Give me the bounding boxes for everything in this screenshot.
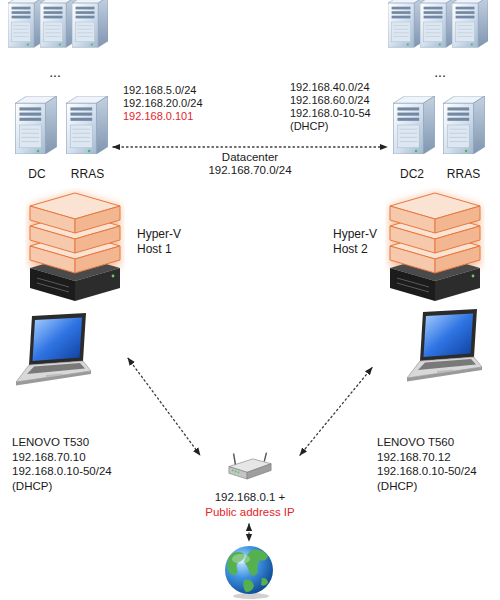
server-tower [420, 0, 456, 47]
subnet-label: 192.168.20.0/24 [123, 97, 203, 110]
globe-icon [225, 546, 273, 599]
ip-address: 192.168.0.101 [123, 110, 193, 123]
text-block: Hyper-V Host 2 [333, 227, 391, 257]
hyperv-host: Hyper-V Host 1 [25, 185, 195, 305]
text-block: LENOVO T530192.168.70.10192.168.0.10-50/… [12, 435, 128, 493]
hyperv-host: Hyper-V Host 2 [305, 185, 490, 305]
subnet-label: 192.168.60.0/24 [290, 94, 370, 107]
connector-layer [113, 147, 387, 455]
server-stack [388, 0, 488, 47]
text-block: RRAS [437, 167, 490, 181]
server-tower [452, 0, 488, 47]
server-icon [66, 96, 107, 154]
device-label: (DHCP) [377, 479, 495, 494]
server-tower [72, 0, 108, 47]
link-label: Datacenter 192.168.70.0/24 [200, 151, 300, 177]
illustration-part [243, 580, 254, 592]
device-label: RRAS [437, 167, 490, 181]
device-label: 192.168.70.12 [377, 450, 495, 465]
internet-link [248, 524, 249, 541]
laptop-node: LENOVO T560192.168.70.12192.168.0.10-50/… [372, 305, 495, 495]
subnet-label: 192.168.5.0/24 [123, 84, 196, 97]
dotted-link [128, 358, 200, 455]
server-tower [40, 0, 76, 47]
laptop-icon [16, 313, 91, 386]
hyperv-host-icon [30, 193, 120, 301]
device-label: Hyper-V Host 2 [333, 227, 391, 257]
text-block: Hyper-V Host 1 [137, 227, 195, 257]
subnet-label: 192.168.0-10-54 [290, 107, 371, 120]
text-block: DC [12, 167, 62, 181]
server-node: RRAS [437, 95, 490, 199]
dhcp-note: (DHCP) [290, 120, 329, 133]
text-block: LENOVO T560192.168.70.12192.168.0.10-50/… [377, 435, 495, 493]
server-icon [443, 96, 484, 154]
server-node: RRAS [62, 95, 113, 199]
dotted-link [300, 368, 372, 455]
globe-highlight [232, 554, 250, 564]
ellipsis-mark: ... [40, 66, 70, 79]
device-label: DC [12, 167, 62, 181]
server-tower [8, 0, 44, 47]
server-tower [388, 0, 424, 47]
laptop-node: LENOVO T530192.168.70.10192.168.0.10-50/… [8, 305, 128, 495]
device-label: Hyper-V Host 1 [137, 227, 195, 257]
subnet-label: 192.168.40.0/24 [290, 81, 370, 94]
device-label: DC2 [387, 167, 437, 181]
device-label: (DHCP) [12, 479, 128, 494]
ellipsis-mark: ... [425, 66, 455, 79]
illustration-part [261, 578, 268, 586]
server-node: DC [12, 95, 62, 199]
device-label: Public address IP [200, 505, 300, 520]
illustration-part [244, 550, 268, 576]
device-label: 192.168.70.10 [12, 450, 128, 465]
text-block: DC2 [387, 167, 437, 181]
globe-sphere [225, 546, 273, 594]
server-icon [393, 96, 434, 154]
server-icon [15, 96, 56, 154]
text-block: 192.168.0.1 +Public address IP [200, 490, 300, 519]
device-label: LENOVO T560 [377, 435, 495, 450]
device-label: RRAS [62, 167, 113, 181]
device-label: 192.168.0.10-50/24 [377, 464, 495, 479]
device-label: 192.168.0.1 + [200, 490, 300, 505]
laptop-icon [407, 309, 482, 382]
router-icon [229, 453, 271, 479]
hyperv-host-icon [390, 193, 480, 301]
server-node: DC2 [387, 95, 437, 199]
dotted-link [113, 146, 387, 147]
server-stack [8, 0, 108, 47]
router-node: 192.168.0.1 +Public address IP [200, 450, 300, 522]
globe-continents [227, 550, 268, 592]
device-label: LENOVO T530 [12, 435, 128, 450]
device-label: 192.168.0.10-50/24 [12, 464, 128, 479]
text-block: RRAS [62, 167, 113, 181]
